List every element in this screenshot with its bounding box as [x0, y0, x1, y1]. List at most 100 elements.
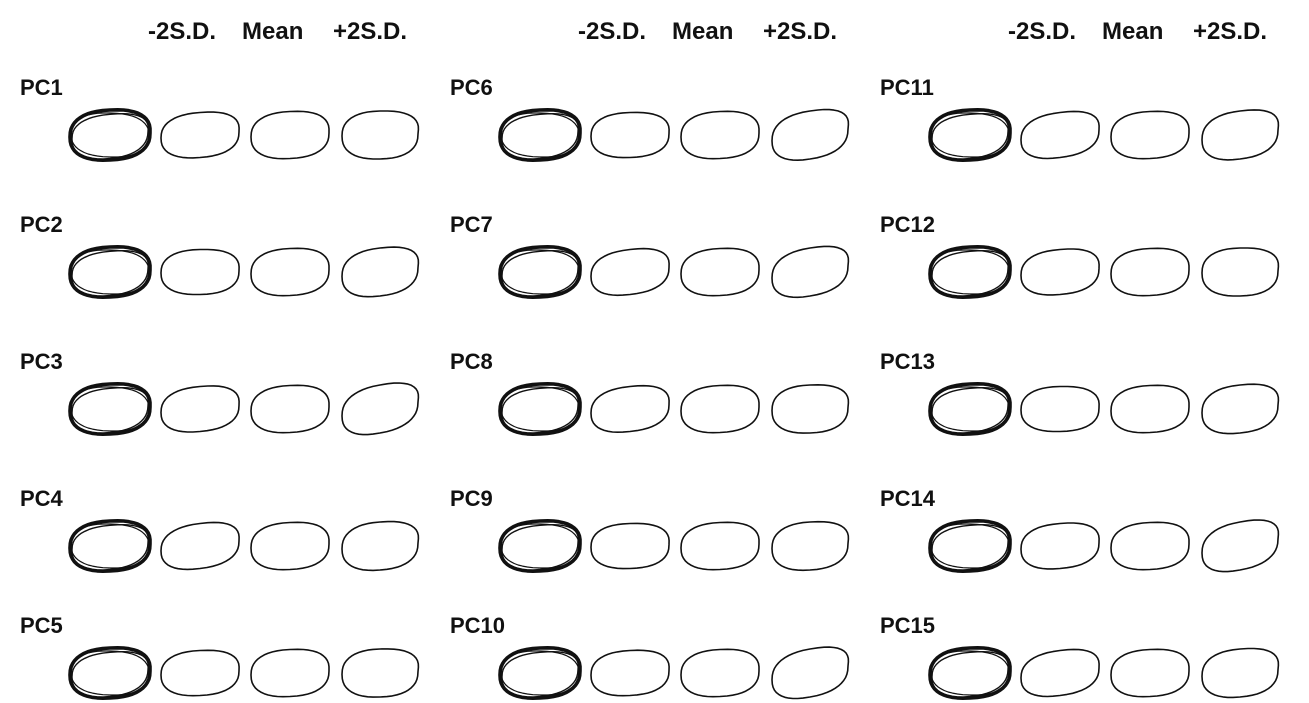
shape-outline	[500, 386, 580, 432]
shape-outline	[160, 248, 240, 296]
shape-outline	[500, 249, 580, 295]
column-header-mean: Mean	[242, 18, 304, 45]
shape-outline	[70, 249, 150, 295]
minus-2sd-shape	[590, 384, 670, 433]
shape-outline	[590, 522, 670, 570]
shape-outline	[930, 523, 1010, 569]
shape-outline	[250, 110, 330, 160]
pc-label: PC12	[880, 212, 936, 237]
shape-outline	[680, 648, 760, 698]
pc-label: PC13	[880, 349, 936, 374]
minus-2sd-shape	[1020, 648, 1100, 698]
plus-2sd-shape	[1201, 519, 1280, 573]
minus-2sd-shape	[1020, 385, 1100, 433]
mean-shape	[1110, 521, 1190, 571]
overlay-shapes	[68, 245, 152, 299]
pc-label: PC11	[880, 75, 934, 100]
shape-outline	[70, 386, 150, 432]
plus-2sd-shape	[771, 520, 850, 572]
minus-2sd-shape	[590, 111, 670, 159]
overlay-shapes	[928, 245, 1012, 299]
shape-outline	[771, 384, 850, 434]
shape-outline	[160, 111, 240, 159]
shape-outline	[68, 519, 152, 573]
shape-outline	[928, 519, 1012, 573]
overlay-shapes	[498, 646, 582, 700]
pc-label: PC3	[20, 349, 63, 374]
pc-label: PC4	[20, 486, 63, 511]
minus-2sd-shape	[1020, 110, 1100, 160]
mean-shape	[1110, 384, 1190, 434]
mean-shape	[680, 110, 760, 160]
shape-outline	[1020, 385, 1100, 433]
shape-outline	[1020, 110, 1100, 160]
overlay-shapes	[498, 108, 582, 162]
minus-2sd-shape	[1020, 522, 1100, 570]
shape-outline	[1020, 648, 1100, 698]
shape-outline	[1020, 248, 1100, 296]
minus-2sd-shape	[590, 649, 670, 697]
shape-outline	[1110, 110, 1190, 160]
shape-outline	[68, 382, 152, 436]
shape-outline	[590, 384, 670, 433]
shape-outline	[500, 523, 580, 569]
mean-shape	[250, 247, 330, 297]
overlay-shapes	[928, 519, 1012, 573]
pc-label: PC8	[450, 349, 493, 374]
pc-label: PC2	[20, 212, 63, 237]
shape-outline	[341, 110, 420, 160]
minus-2sd-shape	[160, 385, 240, 433]
pc-label: PC7	[450, 212, 493, 237]
shape-outline	[70, 112, 150, 158]
plus-2sd-shape	[341, 648, 420, 698]
mean-shape	[680, 521, 760, 571]
shape-outline	[771, 646, 850, 700]
shape-outline	[1110, 247, 1190, 297]
shape-outline	[1201, 647, 1280, 699]
plus-2sd-shape	[771, 245, 850, 299]
shape-outline	[1110, 648, 1190, 698]
column-header-minus: -2S.D.	[148, 18, 217, 45]
pc-label: PC1	[20, 75, 63, 100]
shape-outline	[590, 111, 670, 159]
pc-label: PC9	[450, 486, 493, 511]
shape-outline	[928, 245, 1012, 299]
shape-outline	[70, 523, 150, 569]
plus-2sd-shape	[771, 108, 850, 161]
shape-outline	[68, 245, 152, 299]
shape-outline	[250, 521, 330, 571]
overlay-shapes	[68, 382, 152, 436]
plus-2sd-shape	[341, 110, 420, 160]
shape-outline	[1201, 109, 1280, 161]
mean-shape	[250, 648, 330, 698]
shape-outline	[930, 249, 1010, 295]
mean-shape	[250, 384, 330, 434]
minus-2sd-shape	[590, 247, 670, 297]
shape-outline	[1201, 383, 1280, 435]
overlay-shapes	[68, 519, 152, 573]
pc-label: PC15	[880, 613, 936, 638]
overlay-shapes	[928, 382, 1012, 436]
shape-outline	[498, 108, 582, 162]
shape-outline	[928, 108, 1012, 162]
column-header-minus: -2S.D.	[578, 18, 647, 45]
overlay-shapes	[498, 245, 582, 299]
mean-shape	[1110, 247, 1190, 297]
shape-outline	[160, 649, 240, 697]
shape-outline	[68, 108, 152, 162]
column-header-plus: +2S.D.	[763, 18, 838, 45]
shape-outline	[1201, 247, 1280, 297]
minus-2sd-shape	[590, 522, 670, 570]
column-header-plus: +2S.D.	[333, 18, 408, 45]
shape-outline	[680, 247, 760, 297]
shape-outline	[250, 648, 330, 698]
pc-label: PC10	[450, 613, 506, 638]
plus-2sd-shape	[1201, 647, 1280, 699]
column-header-mean: Mean	[672, 18, 734, 45]
shape-outline	[771, 245, 850, 299]
mean-shape	[680, 247, 760, 297]
shape-outline	[500, 112, 580, 158]
shape-outline	[771, 520, 850, 572]
shape-outline	[928, 382, 1012, 436]
